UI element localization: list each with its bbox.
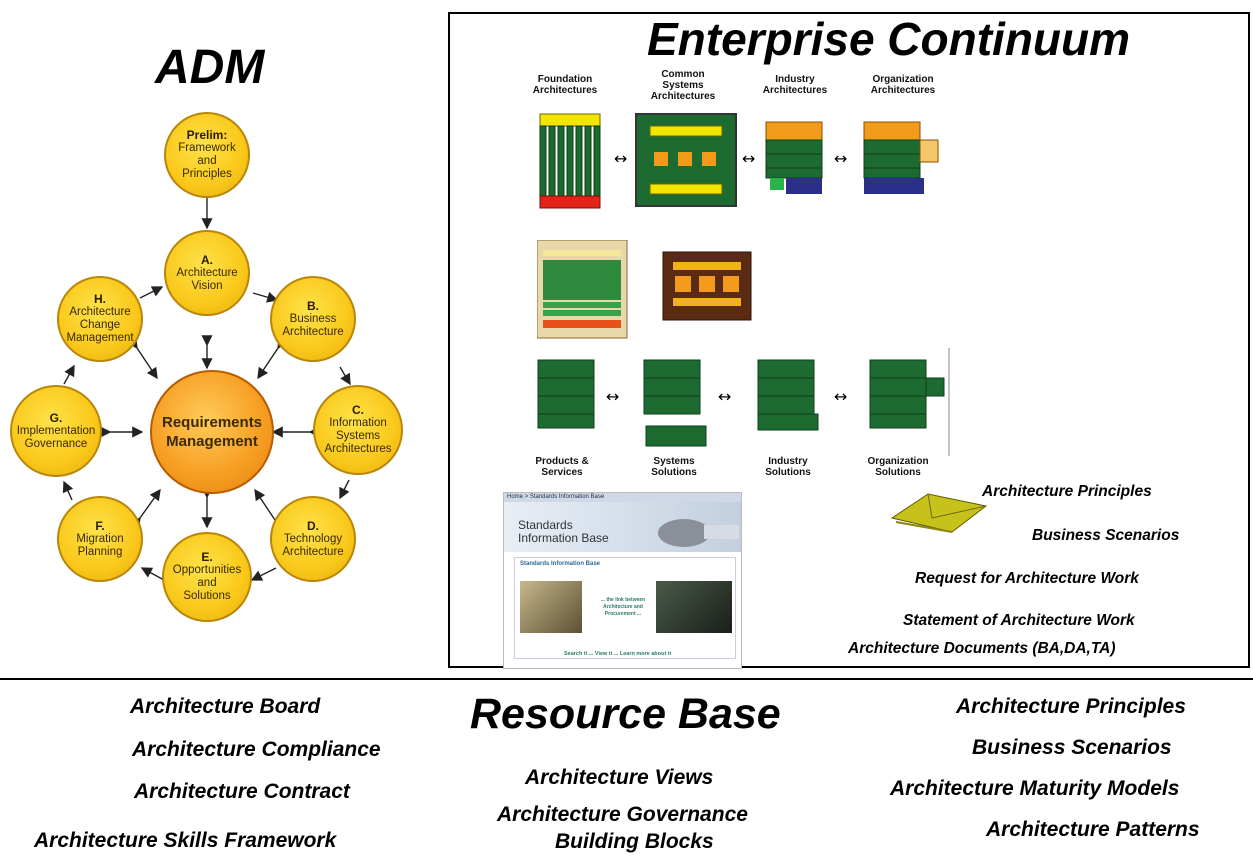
solution-blocks-graphic: ↔ ↔ ↔ [537, 348, 950, 456]
requirements-management-circle: Requirements Management [150, 370, 274, 494]
rb-architecture-board: Architecture Board [130, 695, 321, 718]
column-label-products-services: Products &Services [535, 456, 589, 478]
mouse-hand-image [658, 519, 739, 547]
sib-link-text[interactable]: ... the link between Architecture and Pr… [600, 597, 646, 617]
rb-architecture-skills-framework: Architecture Skills Framework [34, 829, 337, 852]
rb-architecture-patterns: Architecture Patterns [986, 818, 1200, 841]
svg-text:↔: ↔ [742, 149, 755, 168]
side-business-scenarios: Business Scenarios [1032, 527, 1180, 544]
rb-architecture-maturity-models: Architecture Maturity Models [890, 777, 1180, 800]
rb-architecture-principles: Architecture Principles [956, 695, 1186, 718]
side-architecture-principles: Architecture Principles [982, 483, 1152, 500]
rb-architecture-governance: Architecture Governance [497, 803, 748, 826]
sib-footer-links[interactable]: Search it ... View it ... Learn more abo… [564, 651, 672, 657]
side-architecture-documents: Architecture Documents (BA,DA,TA) [848, 640, 1116, 657]
svg-text:↔: ↔ [614, 149, 627, 168]
svg-text:↔: ↔ [718, 387, 731, 406]
sib-breadcrumb: Home > Standards Information Base [504, 493, 741, 502]
resource-base-title: Resource Base [470, 690, 781, 738]
resource-base-panel [0, 678, 1253, 861]
rb-building-blocks: Building Blocks [555, 830, 714, 853]
svg-text:↔: ↔ [606, 387, 619, 406]
adm-connectors [62, 198, 351, 581]
adm-title: ADM [155, 41, 265, 94]
sib-section-title: Standards Information Base [520, 561, 601, 567]
architecture-blocks-graphic: ↔ ↔ ↔ [539, 113, 939, 209]
standards-information-base-screenshot: Home > Standards Information Base Standa… [503, 492, 742, 669]
book-icon [890, 493, 988, 533]
reference-model-thumbnails [537, 240, 752, 339]
rb-architecture-compliance: Architecture Compliance [132, 738, 381, 761]
rb-business-scenarios: Business Scenarios [972, 736, 1172, 759]
side-statement-of-architecture-work: Statement of Architecture Work [903, 612, 1135, 629]
rb-architecture-contract: Architecture Contract [134, 780, 350, 803]
rb-architecture-views: Architecture Views [525, 766, 714, 789]
side-request-for-architecture-work: Request for Architecture Work [915, 570, 1139, 587]
svg-text:↔: ↔ [834, 387, 847, 406]
enterprise-continuum-title: Enterprise Continuum [647, 13, 1131, 65]
svg-text:↔: ↔ [834, 149, 847, 168]
